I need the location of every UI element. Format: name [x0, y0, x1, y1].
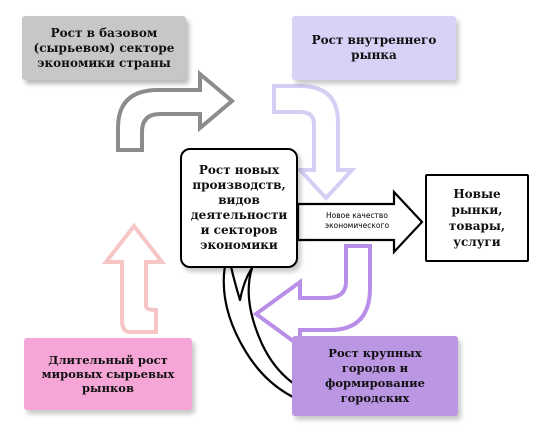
pink-curved-arrow [101, 222, 167, 334]
node-base-sector: Рост в базовом (сырьевом) секторе эконом… [22, 16, 186, 80]
arrow-label: Новое качество экономического [324, 211, 390, 230]
node-new-markets: Новые рынки, товары, услуги [425, 174, 529, 262]
node-world-markets: Длительный рост мировых сырьевых рынков [24, 338, 192, 410]
lavender-curved-arrow [272, 84, 357, 201]
node-new-industries: Рост новых производств, видов деятельнос… [180, 148, 298, 268]
black-straight-arrow [296, 189, 424, 255]
node-domestic-market: Рост внутреннего рынка [292, 16, 456, 80]
gray-curved-arrow [116, 69, 236, 152]
node-big-cities: Рост крупных городов и формирование горо… [292, 336, 458, 416]
